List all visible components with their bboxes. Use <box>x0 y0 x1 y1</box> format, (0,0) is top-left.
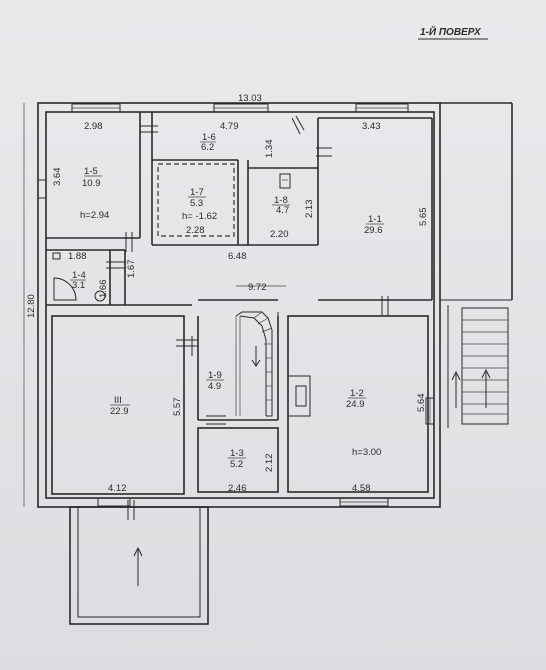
overall-width-label: 13.03 <box>238 93 262 104</box>
room-1-7-height: h= -1.62 <box>182 211 217 222</box>
room-1-2-depth: 5.64 <box>416 394 427 413</box>
room-1-8: 1-8 4.7 2.13 2.20 <box>270 195 315 240</box>
room-1-5: 2.98 3.64 1-5 10.9 h=2.94 <box>52 121 109 221</box>
room-1-8-id: 1-8 <box>274 195 288 206</box>
room-III-id: III <box>114 395 122 406</box>
room-1-8-depth: 2.13 <box>304 200 315 219</box>
room-1-1-width: 3.43 <box>362 121 381 132</box>
plan-title: 1-Й ПОВЕРХ <box>420 25 482 38</box>
room-1-5-width: 2.98 <box>84 121 103 132</box>
room-1-3: 1-3 5.2 2.12 2.46 <box>228 448 275 494</box>
room-1-5-area: 10.9 <box>82 178 101 189</box>
room-1-2: 1-2 24.9 h=3.00 5.64 4.58 <box>346 388 427 494</box>
room-1-5-id: 1-5 <box>84 166 98 177</box>
room-1-7-width: 2.28 <box>186 225 205 236</box>
room-1-3-area: 5.2 <box>230 459 243 470</box>
windows <box>37 103 435 507</box>
room-1-4-depth: 1.66 <box>98 280 109 299</box>
entrance-arrow <box>133 546 143 586</box>
interior-walls <box>46 112 433 495</box>
room-1-5-height: h=2.94 <box>80 210 109 221</box>
room-1-7: 1-7 5.3 h= -1.62 2.28 <box>182 187 217 236</box>
room-1-3-width: 2.46 <box>228 483 247 494</box>
room-III: III 22.9 5.57 4.12 <box>108 395 183 494</box>
exterior-stairs <box>447 305 509 428</box>
door-marks <box>106 125 389 520</box>
room-1-8-area: 4.7 <box>276 205 289 216</box>
exterior-walls <box>37 102 513 625</box>
room-1-4-id: 1-4 <box>72 270 86 281</box>
room-1-6-width: 4.79 <box>220 121 239 132</box>
room-1-2-id: 1-2 <box>350 388 364 399</box>
room-1-8-width: 2.20 <box>270 229 289 240</box>
room-1-6-extra: 1.34 <box>264 140 275 159</box>
fireplace <box>287 375 311 417</box>
room-1-7-id: 1-7 <box>190 187 204 198</box>
corridor-length-label: 9.72 <box>248 282 267 293</box>
room-1-4-extra: 1.67 <box>126 260 137 279</box>
room-1-3-id: 1-3 <box>230 448 244 459</box>
room-1-1-id: 1-1 <box>368 214 382 225</box>
room-III-depth: 5.57 <box>172 398 183 417</box>
room-1-2-width: 4.58 <box>352 483 371 494</box>
room-1-9: 1-9 4.9 <box>206 370 224 392</box>
room-1-9-id: 1-9 <box>208 370 222 381</box>
room-1-2-area: 24.9 <box>346 399 365 410</box>
room-1-4: 1.88 1-4 3.1 1.66 1.67 <box>68 251 137 298</box>
room-1-6-area: 6.2 <box>201 142 214 153</box>
room-1-4-area: 3.1 <box>72 280 85 291</box>
room-1-1-area: 29.6 <box>364 225 383 236</box>
room-1-3-depth: 2.12 <box>264 454 275 473</box>
room-1-7-area: 5.3 <box>190 198 203 209</box>
room-1-6-id: 1-6 <box>202 132 216 143</box>
room-1-6: 4.79 1.34 1-6 6.2 <box>200 121 275 158</box>
room-1-5-depth: 3.64 <box>52 168 63 187</box>
room-1-7-pit-outline <box>157 163 235 237</box>
room-1-1-depth: 5.65 <box>418 208 429 227</box>
room-III-area: 22.9 <box>110 406 129 417</box>
bath-fixtures <box>52 115 305 302</box>
room-1-4-width: 1.88 <box>68 251 87 262</box>
room-1-9-area: 4.9 <box>208 381 221 392</box>
hall-width-label: 6.48 <box>228 251 247 262</box>
staircase <box>235 311 273 417</box>
overall-dimension-lines <box>23 103 286 507</box>
room-1-2-height: h=3.00 <box>352 447 381 458</box>
room-1-1: 3.43 5.65 1-1 29.6 <box>362 121 429 236</box>
room-III-width: 4.12 <box>108 483 127 494</box>
overall-height-label: 12.80 <box>26 294 37 318</box>
